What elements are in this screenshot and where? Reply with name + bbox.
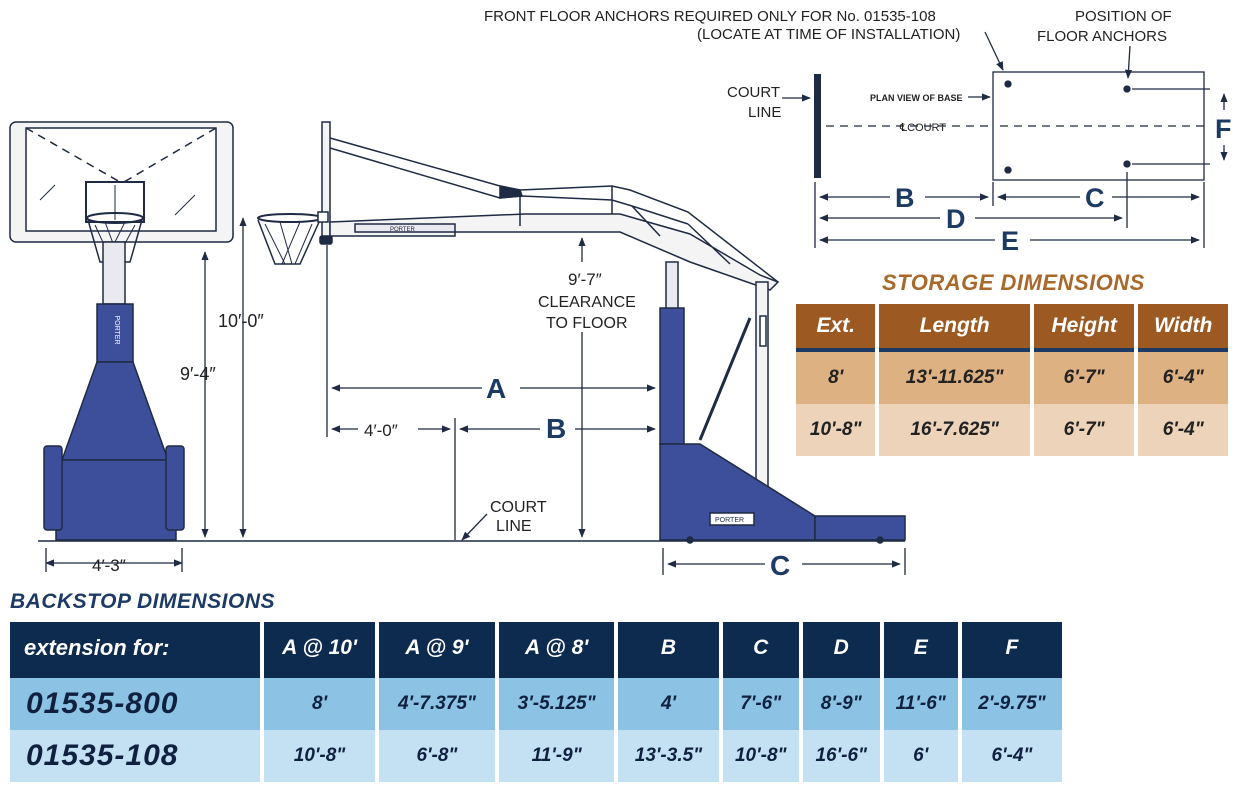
column-header: D xyxy=(803,622,880,678)
dim-C-plan-letter: C xyxy=(1085,183,1105,213)
position-of-label: POSITION OF xyxy=(1075,8,1172,25)
model-number-cell: 01535-108 xyxy=(10,730,260,782)
front-view-dimensions xyxy=(45,217,247,572)
column-header: B xyxy=(618,622,719,678)
table-cell: 13'-3.5" xyxy=(618,730,719,782)
court-line-top-1: COURT xyxy=(727,84,780,101)
front-brand-text: PORTER xyxy=(113,315,120,344)
storage-dimensions-table: Ext. Length Height Width 8' 13'-11.625" … xyxy=(792,304,1232,456)
clearance-label: CLEARANCE xyxy=(538,294,636,311)
backstop-dimensions-title: BACKSTOP DIMENSIONS xyxy=(10,590,276,613)
front-anchor-note-1: FRONT FLOOR ANCHORS REQUIRED ONLY FOR No… xyxy=(484,8,936,25)
table-cell: 11'-9" xyxy=(498,730,615,782)
storage-dimensions-title: STORAGE DIMENSIONS xyxy=(882,270,1145,295)
column-header: Length xyxy=(879,304,1030,352)
table-cell: 16'-7.625" xyxy=(879,404,1030,456)
table-cell: 4'-7.375" xyxy=(379,678,495,730)
dim-A-letter: A xyxy=(486,373,506,404)
table-cell: 7'-6" xyxy=(722,678,799,730)
table-cell: 6' xyxy=(883,730,958,782)
table-cell: 11'-6" xyxy=(883,678,958,730)
clearance-label-2: TO FLOOR xyxy=(546,315,628,332)
floor-anchors-label: FLOOR ANCHORS xyxy=(1037,28,1167,45)
table-header-row: extension for: A @ 10' A @ 9' A @ 8' B C… xyxy=(10,622,1062,678)
column-header: extension for: xyxy=(10,622,260,678)
table-cell: 6'-7" xyxy=(1033,352,1135,404)
table-cell: 6'-4" xyxy=(961,730,1062,782)
table-cell: 10'-8" xyxy=(263,730,376,782)
column-header: C xyxy=(722,622,799,678)
column-header: Ext. xyxy=(796,304,876,352)
table-row: 01535-108 10'-8" 6'-8" 11'-9" 13'-3.5" 1… xyxy=(10,730,1062,782)
table-cell: 6'-4" xyxy=(1138,352,1228,404)
center-court-label: ℄COURT xyxy=(899,122,946,134)
table-cell: 4' xyxy=(618,678,719,730)
backstop-dimensions-table: extension for: A @ 10' A @ 9' A @ 8' B C… xyxy=(6,622,1066,782)
column-header: F xyxy=(961,622,1062,678)
table-row: 8' 13'-11.625" 6'-7" 6'-4" xyxy=(796,352,1228,404)
court-line-bottom-2: LINE xyxy=(496,518,532,535)
table-cell: 3'-5.125" xyxy=(498,678,615,730)
dim-10-0-label: 10′-0″ xyxy=(218,311,264,331)
table-cell: 8' xyxy=(796,352,876,404)
front-view-backstop: PORTER xyxy=(9,121,234,541)
table-cell: 13'-11.625" xyxy=(879,352,1030,404)
dim-4-3-label: 4′-3″ xyxy=(92,556,126,575)
table-row: 01535-800 8' 4'-7.375" 3'-5.125" 4' 7'-6… xyxy=(10,678,1062,730)
column-header: A @ 10' xyxy=(263,622,376,678)
dim-E-plan-letter: E xyxy=(1001,226,1019,256)
column-header: Width xyxy=(1138,304,1228,352)
table-header-row: Ext. Length Height Width xyxy=(796,304,1228,352)
table-cell: 6'-4" xyxy=(1138,404,1228,456)
plan-view-label: PLAN VIEW OF BASE xyxy=(870,93,963,103)
dim-9-4-label: 9′-4″ xyxy=(180,364,216,384)
table-row: 10'-8" 16'-7.625" 6'-7" 6'-4" xyxy=(796,404,1228,456)
dim-B-plan-letter: B xyxy=(895,183,915,213)
table-cell: 10'-8" xyxy=(722,730,799,782)
table-cell: 2'-9.75" xyxy=(961,678,1062,730)
court-line-bottom-1: COURT xyxy=(490,499,547,516)
table-cell: 6'-7" xyxy=(1033,404,1135,456)
table-cell: 6'-8" xyxy=(379,730,495,782)
side-view-backstop: PORTER PORTER xyxy=(257,121,906,544)
dim-D-plan-letter: D xyxy=(946,204,966,234)
dim-F-letter: F xyxy=(1215,114,1232,144)
table-cell: 16'-6" xyxy=(803,730,880,782)
side-view-dimensions xyxy=(326,237,906,575)
clearance-value: 9′-7″ xyxy=(568,270,602,289)
column-header: A @ 8' xyxy=(498,622,615,678)
column-header: Height xyxy=(1033,304,1135,352)
table-cell: 8' xyxy=(263,678,376,730)
court-line-top-2: LINE xyxy=(748,104,781,121)
column-header: A @ 9' xyxy=(379,622,495,678)
dim-C-side-letter: C xyxy=(770,550,790,581)
plan-view-base xyxy=(782,31,1228,248)
table-cell: 8'-9" xyxy=(803,678,880,730)
table-cell: 10'-8" xyxy=(796,404,876,456)
model-number-cell: 01535-800 xyxy=(10,678,260,730)
dim-4-0-label: 4′-0″ xyxy=(364,421,398,440)
base-brand-text: PORTER xyxy=(715,517,744,524)
column-header: E xyxy=(883,622,958,678)
boom-brand-text: PORTER xyxy=(390,227,416,233)
front-anchor-note-2: (LOCATE AT TIME OF INSTALLATION) xyxy=(697,26,960,43)
dim-B-side-letter: B xyxy=(546,413,566,444)
